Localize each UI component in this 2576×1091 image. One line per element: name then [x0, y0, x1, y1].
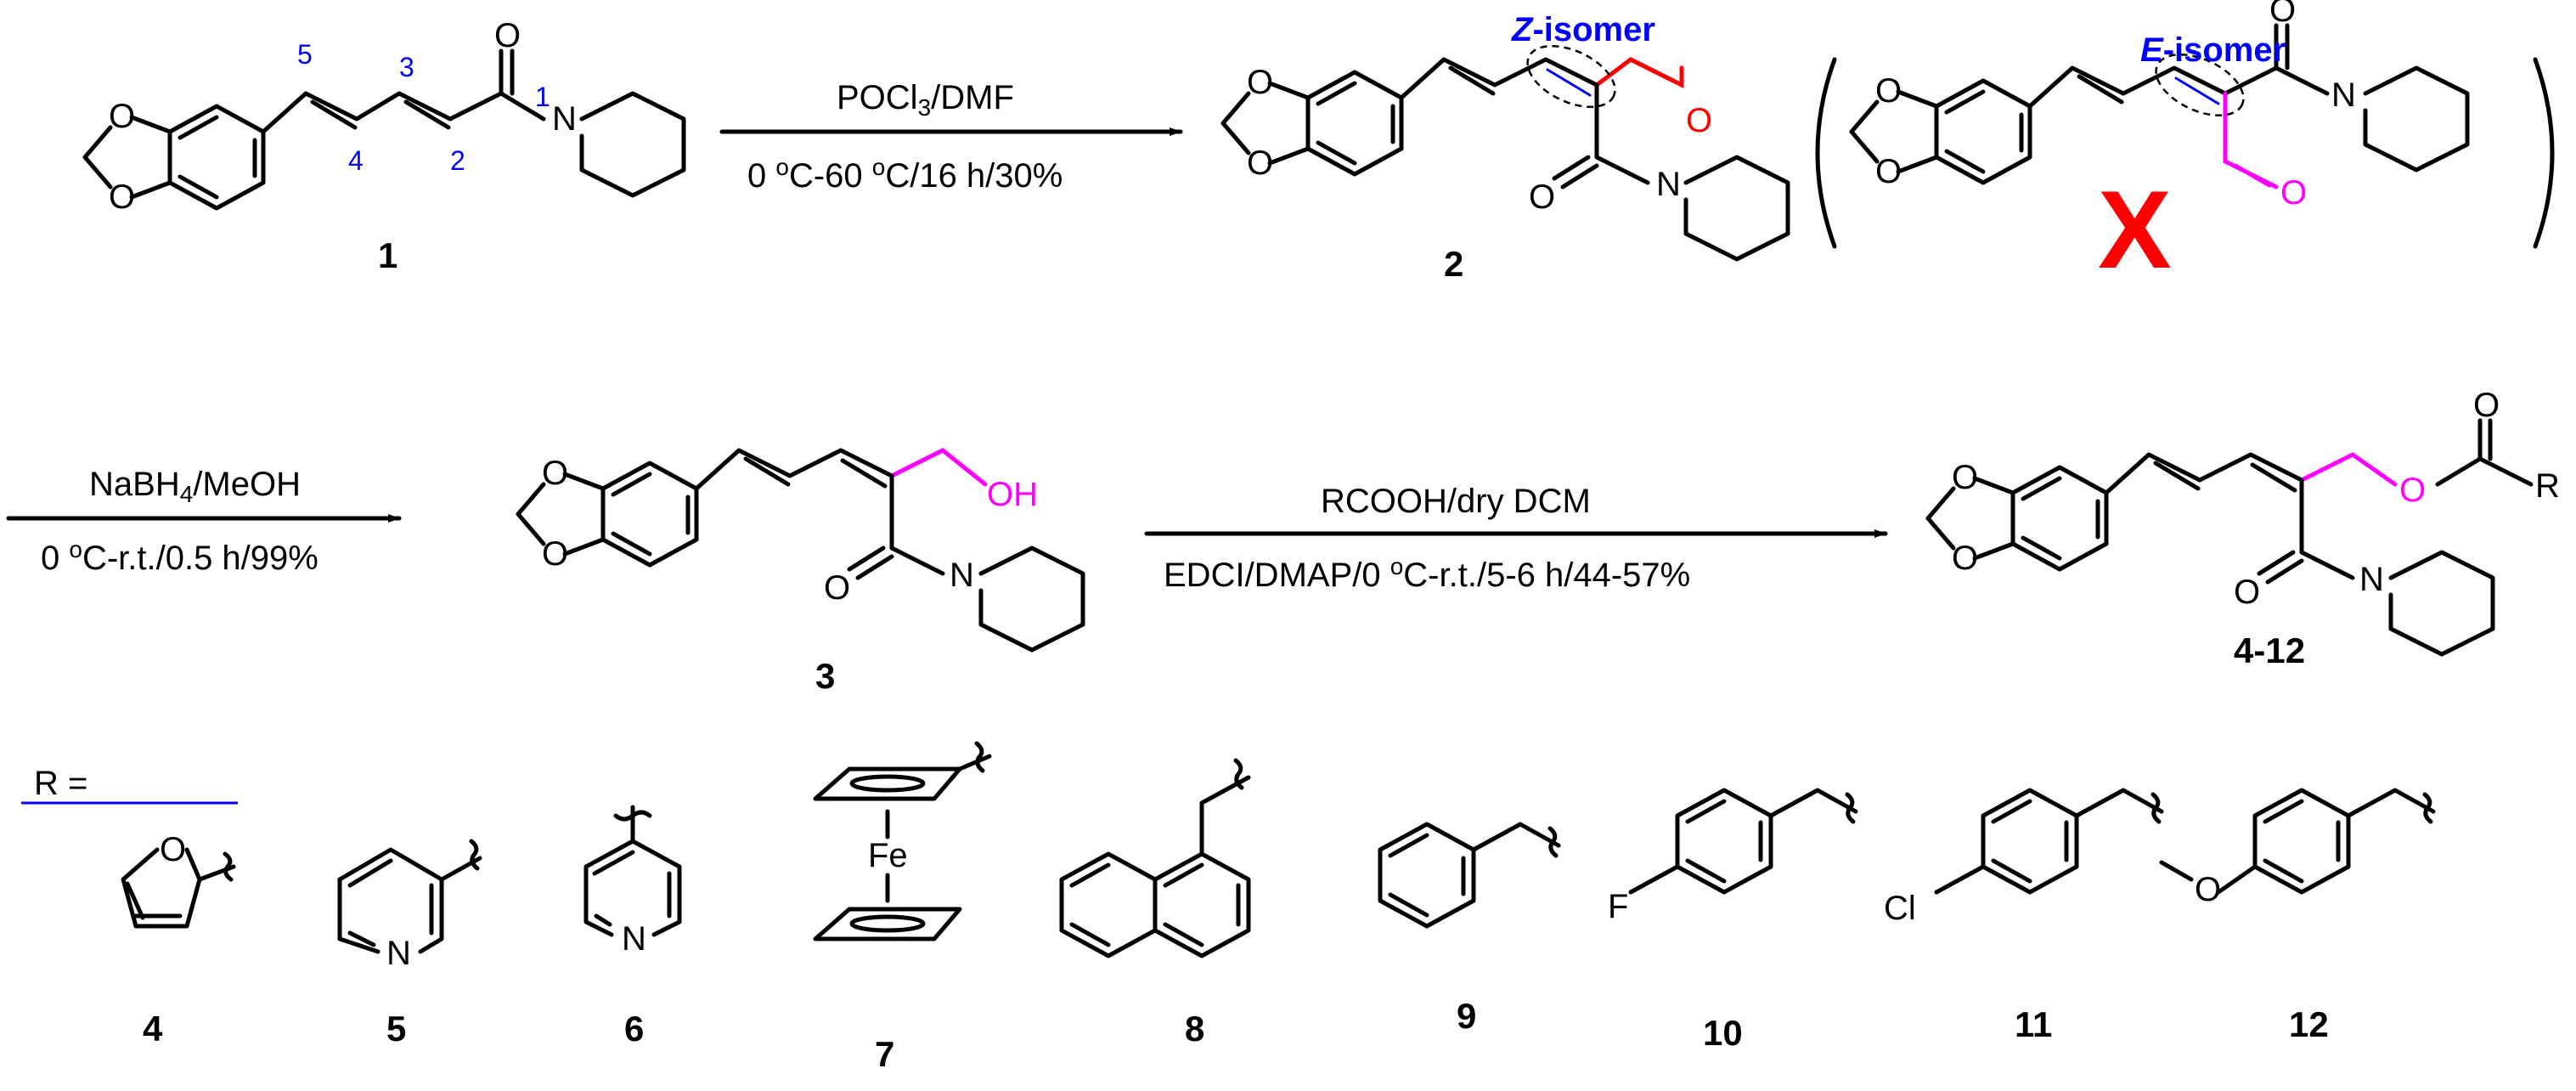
r-group-7-ferrocenyl — [813, 741, 992, 941]
o-atom-1b: O — [109, 178, 135, 216]
o-atom-e-carbonyl: O — [2269, 0, 2296, 29]
o-atom-1a: O — [109, 98, 135, 135]
open-paren — [1815, 57, 1837, 249]
r-group-6-pyridinyl — [583, 805, 682, 937]
n-atom-pyridine-6: N — [622, 920, 646, 958]
n-atom-2: N — [1656, 166, 1681, 203]
conditions-step2-reagents: NaBH4/MeOH — [89, 466, 301, 507]
position-number-2: 2 — [450, 145, 465, 176]
o-atom-furan: O — [160, 831, 186, 868]
e-isomer-highlight — [2155, 53, 2245, 117]
r-group-4-furan — [121, 847, 236, 929]
compound-3-structure — [516, 448, 1085, 653]
r-group-number-12: 12 — [2289, 1004, 2329, 1044]
r-group-label: R — [2535, 467, 2560, 505]
conditions-step3-details: EDCI/DMAP/0 oC-r.t./5-6 h/44-57% — [1164, 553, 1690, 594]
z-isomer-highlight — [1526, 44, 1616, 109]
o-atom-methoxy: O — [2195, 871, 2221, 908]
r-group-number-9: 9 — [1457, 996, 1476, 1036]
compound-4-12-structure — [1925, 418, 2534, 657]
r-group-8-naphthylmethyl — [1059, 758, 1251, 958]
o-atom-e-aldehyde: O — [2280, 174, 2307, 212]
r-group-number-4: 4 — [143, 1009, 163, 1049]
compound-number-3: 3 — [815, 656, 835, 696]
o-atom-3-carbonyl: O — [824, 569, 850, 607]
r-group-number-11: 11 — [2015, 1004, 2052, 1044]
r-group-5-pyridinyl — [337, 839, 482, 954]
compound-number-1: 1 — [378, 235, 397, 275]
z-isomer-label: Z-isomer — [1511, 11, 1655, 48]
n-atom-e: N — [2331, 76, 2356, 114]
compound-1-structure — [82, 48, 686, 211]
o-atom-4a: O — [1952, 459, 1978, 496]
o-atom-3a: O — [542, 455, 568, 492]
conditions-step1-details: 0 oC-60 oC/16 h/30% — [747, 154, 1063, 195]
conditions-step2-details: 0 oC-r.t./0.5 h/99% — [41, 536, 318, 577]
o-atom-1c: O — [494, 17, 521, 54]
r-group-number-8: 8 — [1185, 1009, 1204, 1049]
position-number-5: 5 — [297, 39, 313, 70]
n-atom-3: N — [950, 557, 974, 594]
cl-atom: Cl — [1884, 890, 1916, 927]
o-atom-2-aldehyde: O — [1686, 102, 1712, 139]
r-group-12-methoxybenzyl — [2159, 788, 2436, 895]
r-group-number-6: 6 — [624, 1009, 644, 1049]
oh-group-3: OH — [987, 476, 1038, 513]
o-atom-2b: O — [1247, 144, 1273, 182]
fe-atom: Fe — [868, 837, 908, 874]
e-isomer-label: E-isomer — [2140, 31, 2286, 69]
r-group-number-7: 7 — [875, 1034, 894, 1074]
conditions-step1-reagents: POCl3/DMF — [837, 79, 1014, 121]
f-atom: F — [1608, 888, 1628, 925]
conditions-step3-reagents: RCOOH/dry DCM — [1321, 483, 1591, 520]
compound-2-structure — [1220, 57, 1790, 262]
r-equals-label: R = — [34, 765, 87, 802]
n-atom-pyridine-5: N — [386, 935, 411, 972]
n-atom-4: N — [2359, 561, 2384, 598]
r-group-10-fluorobenzyl — [1628, 788, 1858, 895]
close-paren — [2533, 57, 2555, 249]
o-atom-ester: O — [2399, 472, 2426, 509]
o-atom-eb: O — [1875, 153, 1902, 190]
rejected-x-mark: X — [2098, 167, 2172, 291]
n-atom-1: N — [552, 100, 577, 138]
position-number-1: 1 — [535, 82, 550, 112]
o-atom-ester-carbonyl: O — [2473, 387, 2500, 424]
o-atom-2-carbonyl: O — [1529, 178, 1555, 216]
position-number-3: 3 — [399, 52, 414, 82]
position-number-4: 4 — [348, 145, 364, 176]
r-group-11-chlorobenzyl — [1934, 788, 2164, 895]
o-atom-ea: O — [1875, 72, 1902, 110]
o-atom-4-carbonyl: O — [2234, 574, 2260, 611]
e-isomer-structure — [1849, 23, 2470, 189]
o-atom-3b: O — [542, 535, 568, 573]
r-group-number-10: 10 — [1703, 1013, 1743, 1053]
o-atom-4b: O — [1952, 540, 1978, 577]
o-atom-2a: O — [1247, 64, 1273, 101]
compound-number-2: 2 — [1444, 244, 1463, 284]
compound-number-4-12: 4-12 — [2234, 630, 2305, 670]
r-group-number-5: 5 — [386, 1009, 406, 1049]
r-group-9-benzyl — [1378, 822, 1561, 929]
